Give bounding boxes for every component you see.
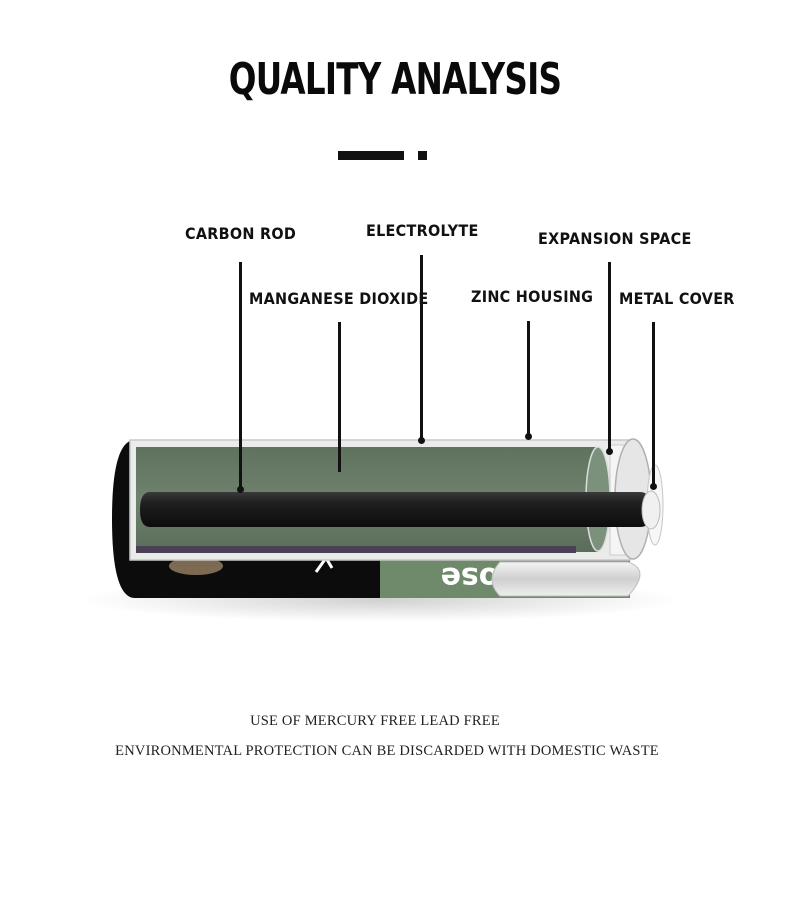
leader-dot [606, 448, 613, 455]
carbon-rod-shape [140, 492, 652, 527]
carbon-rod-tip-cap [642, 491, 660, 529]
separator-layer [136, 546, 576, 553]
metal-cover-sleeve [492, 562, 640, 596]
note-mercury-free: USE OF MERCURY FREE LEAD FREE [0, 713, 770, 730]
leader-line-metal-cover [652, 322, 655, 487]
label-zinc-housing: ZINC HOUSING [471, 287, 593, 306]
label-manganese-dioxide: MANGANESE DIOXIDE [249, 289, 428, 308]
note-environmental-protection: ENVIRONMENTAL PROTECTION CAN BE DISCARDE… [0, 743, 782, 760]
label-metal-cover: METAL COVER [619, 289, 735, 308]
label-carbon-rod: CARBON ROD [185, 224, 296, 243]
label-expansion-space: EXPANSION SPACE [538, 229, 692, 248]
leader-dot [525, 433, 532, 440]
leader-line-manganese-dioxide [338, 322, 341, 472]
leader-dot [237, 486, 244, 493]
leader-line-carbon-rod [239, 262, 242, 490]
label-electrolyte: ELECTROLYTE [366, 221, 479, 240]
leader-line-expansion-space [608, 262, 611, 452]
leader-line-electrolyte [420, 255, 423, 441]
leader-dot [650, 483, 657, 490]
leader-line-zinc-housing [527, 321, 530, 437]
battery-brand-print: ose [441, 560, 500, 595]
leader-dot [418, 437, 425, 444]
